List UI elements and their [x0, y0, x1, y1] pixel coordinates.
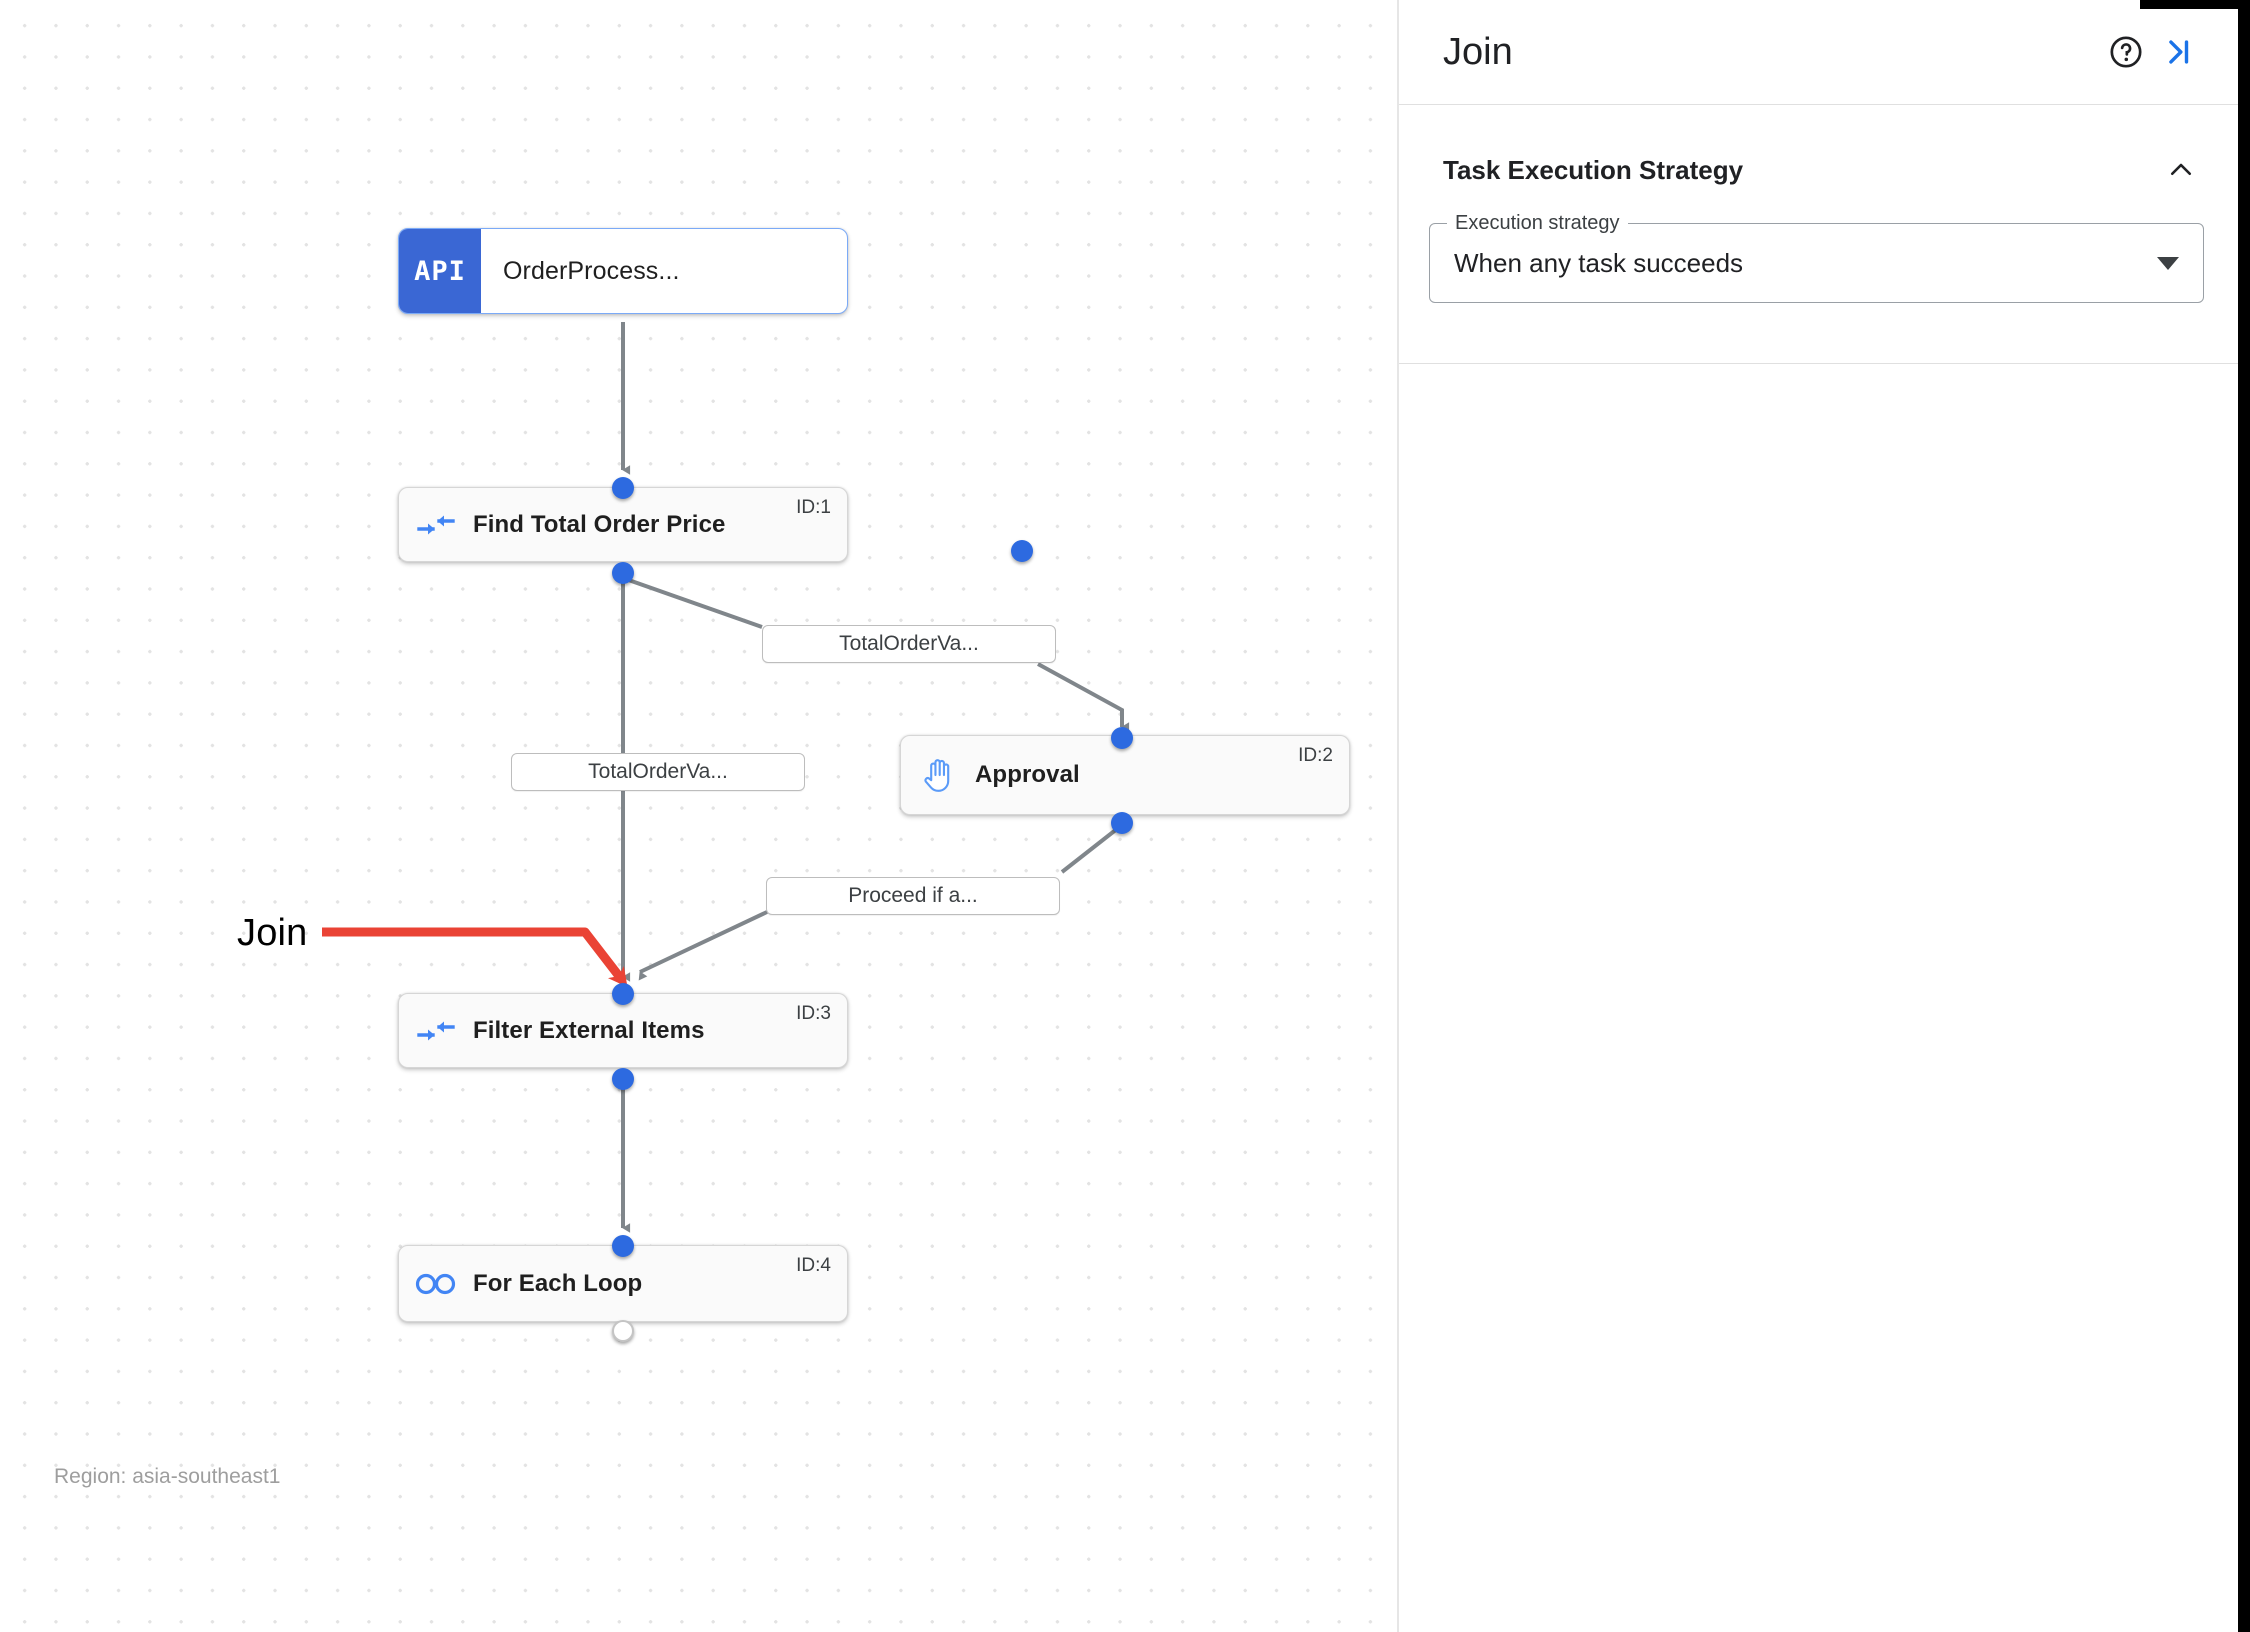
chevron-up-icon[interactable] — [2158, 147, 2204, 193]
node-for-each-loop[interactable]: For Each Loop ID:4 — [398, 1245, 848, 1322]
merge-arrows-icon — [399, 510, 473, 540]
top-right-black-strip — [2140, 0, 2250, 9]
node-filter-external-items[interactable]: Filter External Items ID:3 — [398, 993, 848, 1068]
execution-strategy-field[interactable]: When any task succeeds Execution strateg… — [1429, 210, 2204, 303]
node-title: OrderProcess... — [503, 256, 680, 285]
node-id-label: ID:3 — [796, 1003, 831, 1024]
node-output-connector[interactable] — [1011, 540, 1033, 562]
node-input-connector[interactable] — [612, 1235, 634, 1257]
section-task-execution-strategy[interactable]: Task Execution Strategy — [1399, 105, 2238, 193]
edge-label-text: TotalOrderVa... — [839, 632, 979, 655]
edge-label-proceed-if-approved[interactable]: Proceed if a... — [766, 877, 1060, 915]
node-output-connector[interactable] — [1111, 812, 1133, 834]
node-order-process[interactable]: API OrderProcess... — [398, 228, 1033, 562]
merge-arrows-icon — [399, 1016, 473, 1046]
collapse-panel-icon[interactable] — [2152, 26, 2204, 78]
node-output-connector[interactable] — [612, 1068, 634, 1090]
workflow-canvas[interactable]: API OrderProcess... Find Total Order Pri… — [0, 0, 1398, 1632]
node-title: Find Total Order Price — [473, 510, 726, 538]
node-input-connector[interactable] — [1111, 727, 1133, 749]
execution-strategy-select[interactable]: When any task succeeds — [1429, 223, 2204, 303]
node-title: Filter External Items — [473, 1016, 705, 1044]
node-id-label: ID:2 — [1298, 745, 1333, 766]
edge-label-text: Proceed if a... — [848, 884, 978, 907]
help-circle-icon[interactable] — [2100, 26, 2152, 78]
node-title: For Each Loop — [473, 1269, 643, 1297]
node-title: Approval — [975, 761, 1080, 788]
panel-body: Task Execution Strategy When any task su… — [1399, 105, 2238, 364]
edge-label-total-order-value-1[interactable]: TotalOrderVa... — [762, 625, 1056, 663]
edge-label-text: TotalOrderVa... — [588, 760, 728, 783]
node-output-connector[interactable] — [612, 562, 634, 584]
node-input-connector[interactable] — [612, 983, 634, 1005]
node-id-label: ID:1 — [796, 497, 831, 518]
section-title: Task Execution Strategy — [1443, 154, 1744, 185]
panel-title: Join — [1443, 30, 1513, 73]
canvas-panel-divider — [1397, 0, 1399, 1632]
panel-header: Join — [1399, 0, 2238, 105]
execution-strategy-legend: Execution strategy — [1447, 210, 1628, 236]
node-loop-output-connector[interactable] — [612, 1320, 634, 1342]
node-input-connector[interactable] — [612, 477, 634, 499]
right-edge-black-strip — [2238, 0, 2250, 1632]
node-id-label: ID:4 — [796, 1255, 831, 1276]
chevron-down-icon[interactable] — [2157, 256, 2179, 270]
annotation-label-join: Join — [237, 912, 308, 954]
region-label: Region: asia-southeast1 — [54, 1465, 281, 1488]
edge-label-total-order-value-2[interactable]: TotalOrderVa... — [511, 753, 805, 791]
execution-strategy-value: When any task succeeds — [1454, 247, 1744, 278]
api-badge-icon: API — [399, 229, 481, 313]
node-approval[interactable]: Approval ID:2 — [900, 735, 1350, 815]
section-divider — [1399, 363, 2238, 364]
properties-panel: Join Task Execution Strategy — [1399, 0, 2238, 1632]
annotation-arrow — [322, 927, 628, 988]
hand-icon — [901, 756, 975, 794]
infinity-icon — [399, 1271, 473, 1297]
